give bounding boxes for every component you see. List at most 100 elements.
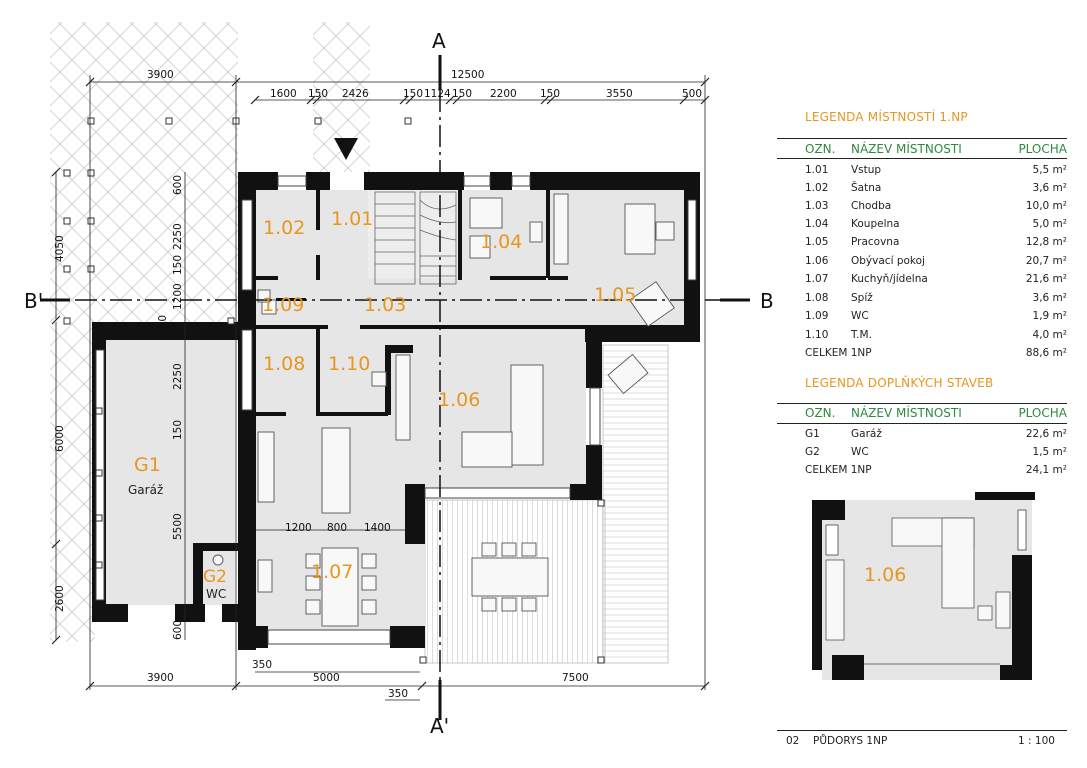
legend-row-area: 22,6 m² bbox=[1025, 428, 1067, 440]
legend-row-ozn: 1.08 bbox=[805, 292, 829, 304]
dimension-ticks bbox=[51, 77, 710, 691]
legend-total-label: CELKEM 1NP bbox=[805, 347, 872, 359]
legend-rooms-header-area: PLOCHA bbox=[1018, 142, 1067, 156]
furniture bbox=[212, 193, 675, 627]
floor-fill bbox=[105, 190, 684, 640]
legend-row-name: Obývací pokoj bbox=[851, 255, 925, 267]
room-label-1-06: 1.06 bbox=[438, 389, 480, 411]
legend-row-ozn: G2 bbox=[805, 446, 820, 458]
dim-inner-v-0: 600 bbox=[172, 175, 184, 195]
dim-bottom-350a: 350 bbox=[252, 659, 272, 671]
legend-row-name: Spíž bbox=[851, 292, 873, 304]
legend-row-ozn: 1.02 bbox=[805, 182, 829, 194]
garage-name: Garáž bbox=[128, 483, 163, 497]
dim-top-chain-2: 2426 bbox=[342, 88, 369, 100]
legend-row-ozn: 1.10 bbox=[805, 329, 829, 341]
legend-row-area: 1,5 m² bbox=[1032, 446, 1067, 458]
legend-row-ozn: 1.09 bbox=[805, 310, 829, 322]
dimension-text: 3900 12500 1600 150 2426 150 1124 150 22… bbox=[54, 69, 702, 700]
legend-rooms-rule-top bbox=[777, 138, 1067, 139]
legend-rooms-title: LEGENDA MÍSTNOSTÍ 1.NP bbox=[805, 110, 968, 124]
staircase bbox=[374, 191, 457, 285]
legend-rooms-header-name: NÁZEV MÍSTNOSTI bbox=[851, 142, 962, 156]
dim-bottom-7500: 7500 bbox=[562, 672, 589, 684]
legend-row-area: 3,6 m² bbox=[1032, 182, 1067, 194]
dim-left-6000: 6000 bbox=[54, 425, 66, 452]
dim-left-4050: 4050 bbox=[54, 235, 66, 262]
dim-bottom-350b: 350 bbox=[388, 688, 408, 700]
dim-top-chain-5: 150 bbox=[452, 88, 472, 100]
dim-top-chain-7: 150 bbox=[540, 88, 560, 100]
legend-row-name: Koupelna bbox=[851, 218, 900, 230]
garage-label: G1 bbox=[134, 454, 161, 476]
detail-room-label: 1.06 bbox=[864, 564, 906, 586]
dim-inner-v-5: 150 bbox=[172, 420, 184, 440]
legend-row-name: Šatna bbox=[851, 182, 882, 194]
dim-bottom-5000: 5000 bbox=[313, 672, 340, 684]
dim-top-overall: 12500 bbox=[451, 69, 484, 81]
dim-top-chain-9: 500 bbox=[682, 88, 702, 100]
legend-extra-header-area: PLOCHA bbox=[1018, 406, 1067, 420]
legend-row: 1.02 Šatna 3,6 m² bbox=[805, 182, 1067, 200]
paving bbox=[50, 22, 370, 642]
grid-dots bbox=[63, 117, 605, 664]
legend-total-label: CELKEM 1NP bbox=[805, 464, 872, 476]
footer-rule bbox=[777, 730, 1067, 731]
dim-inner-v-3: 1200 bbox=[172, 283, 184, 310]
room-label-1-10: 1.10 bbox=[328, 353, 370, 375]
legend-row-name: T.M. bbox=[851, 329, 872, 341]
room-label-1-09: 1.09 bbox=[262, 294, 304, 316]
section-mark-b: B bbox=[760, 289, 774, 313]
legend-row-ozn: 1.07 bbox=[805, 273, 829, 285]
dim-inner-v-7: 600 bbox=[172, 620, 184, 640]
room-label-1-07: 1.07 bbox=[311, 561, 353, 583]
legend-rooms-rule-bottom bbox=[777, 158, 1067, 159]
section-mark-a: A bbox=[432, 29, 446, 53]
legend-row-area: 5,5 m² bbox=[1032, 164, 1067, 176]
dim-top-garage: 3900 bbox=[147, 69, 174, 81]
footer-scale: 1 : 100 bbox=[1018, 735, 1055, 747]
legend-row: 1.04 Koupelna 5,0 m² bbox=[805, 218, 1067, 236]
legend-extra-total: CELKEM 1NP 24,1 m² bbox=[805, 464, 1067, 482]
legend-total-area: 88,6 m² bbox=[1025, 347, 1067, 359]
legend-row-ozn: 1.06 bbox=[805, 255, 829, 267]
section-text: A A' B' B bbox=[24, 29, 774, 738]
room-label-1-05: 1.05 bbox=[594, 284, 636, 306]
legend-row-name: Chodba bbox=[851, 200, 892, 212]
legend-row-ozn: 1.05 bbox=[805, 236, 829, 248]
dim-top-chain-4: 1124 bbox=[424, 88, 451, 100]
room-label-1-03: 1.03 bbox=[364, 294, 406, 316]
legend-row-name: Vstup bbox=[851, 164, 882, 176]
legend-extra-rule-bottom bbox=[777, 423, 1067, 424]
dim-inner-h-0: 1200 bbox=[285, 522, 312, 534]
dim-inner-h-2: 1400 bbox=[364, 522, 391, 534]
dim-left-150: 150 bbox=[157, 315, 169, 335]
legend-row-area: 4,0 m² bbox=[1032, 329, 1067, 341]
room-label-1-02: 1.02 bbox=[263, 217, 305, 239]
dim-inner-v-6: 5500 bbox=[172, 513, 184, 540]
legend-row-ozn: 1.04 bbox=[805, 218, 829, 230]
room-labels: 1.01 1.02 1.03 1.04 1.05 1.06 1.07 1.08 … bbox=[128, 208, 636, 601]
legend-total-area: 24,1 m² bbox=[1025, 464, 1067, 476]
dim-top-chain-1: 150 bbox=[308, 88, 328, 100]
legend-extra-title: LEGENDA DOPLŇKÝCH STAVEB bbox=[805, 376, 994, 390]
room-label-1-08: 1.08 bbox=[263, 353, 305, 375]
legend-extra-header-ozn: OZN. bbox=[805, 406, 836, 420]
legend-row-area: 20,7 m² bbox=[1025, 255, 1067, 267]
legend-row: 1.06 Obývací pokoj 20,7 m² bbox=[805, 255, 1067, 273]
legend-row-name: WC bbox=[851, 310, 869, 322]
legend-rooms-total: CELKEM 1NP 88,6 m² bbox=[805, 347, 1067, 365]
legend-row-name: Kuchyň/jídelna bbox=[851, 273, 928, 285]
dim-bottom-garage: 3900 bbox=[147, 672, 174, 684]
legend-row-area: 12,8 m² bbox=[1025, 236, 1067, 248]
legend-row: 1.08 Spíž 3,6 m² bbox=[805, 292, 1067, 310]
legend-row-area: 5,0 m² bbox=[1032, 218, 1067, 230]
dim-inner-h-1: 800 bbox=[327, 522, 347, 534]
legend-row-area: 3,6 m² bbox=[1032, 292, 1067, 304]
